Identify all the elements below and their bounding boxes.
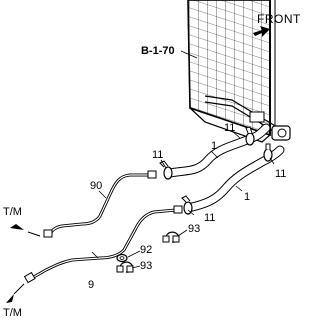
- clip-93-upper: [162, 231, 180, 243]
- tm-label-upper: T/M: [3, 206, 22, 218]
- label-part-11-d: 11: [204, 212, 215, 224]
- label-part-11-c: 11: [275, 168, 286, 180]
- clamp-lower-right: [263, 143, 273, 162]
- leader-lines: [91, 130, 275, 269]
- label-part-90: 90: [90, 180, 102, 192]
- radiator: [187, 0, 291, 143]
- label-part-93-b: 93: [140, 260, 152, 272]
- clamp-upper-right: [245, 126, 255, 146]
- label-part-11-a: 11: [224, 122, 235, 134]
- reference-label: B-1-70: [141, 45, 175, 57]
- label-part-92: 92: [140, 244, 152, 256]
- reference-leader: [180, 50, 198, 59]
- grommet-92: [116, 253, 128, 263]
- tm-label-lower: T/M: [3, 307, 22, 319]
- tm-arrow-upper-icon: [10, 224, 24, 230]
- clamp-lower-left: [181, 195, 193, 215]
- pipe-9: [31, 208, 177, 280]
- front-label: FRONT: [257, 12, 301, 26]
- label-part-93-a: 93: [188, 223, 200, 235]
- tm-arrow-lower-icon: [6, 294, 14, 303]
- label-part-1-lower: 1: [244, 191, 250, 203]
- label-part-1-upper: 1: [211, 140, 217, 152]
- front-arrow-icon: [253, 26, 270, 37]
- label-part-11-b: 11: [152, 149, 163, 161]
- clamp-upper-left: [159, 160, 173, 180]
- label-part-9: 9: [88, 279, 94, 291]
- clip-93-lower: [116, 261, 134, 273]
